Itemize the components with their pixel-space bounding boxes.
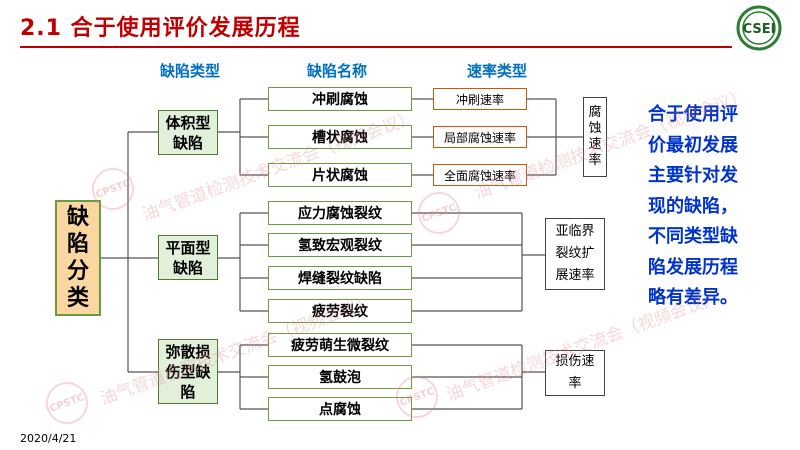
defect-fatigue-microcrack: 疲劳萌生微裂纹 <box>268 333 412 357</box>
defect-classification-node: 缺陷分类 <box>55 200 101 316</box>
defect-hydrogen-induced-crack: 氢致宏观裂纹 <box>268 233 412 257</box>
side-explanation-text: 合于使用评价最初发展主要针对发现的缺陷，不同类型缺陷发展历程略有差异。 <box>648 104 738 308</box>
header-defect-name: 缺陷名称 <box>307 62 368 80</box>
defect-groove-corrosion: 槽状腐蚀 <box>268 125 412 149</box>
rate-general-corrosion: 全面腐蚀速率 <box>433 164 527 186</box>
defect-pitting-corrosion: 点腐蚀 <box>268 397 412 421</box>
defect-weld-crack: 焊缝裂纹缺陷 <box>268 266 412 290</box>
title-underline <box>20 46 732 48</box>
rate-damage-box: 损伤速率 <box>545 350 605 396</box>
page-title: 2.1 合于使用评价发展历程 <box>20 16 301 41</box>
defect-fatigue-crack: 疲劳裂纹 <box>268 299 412 323</box>
defect-hydrogen-blister: 氢鼓泡 <box>268 365 412 389</box>
rate-subcritical-crack-growth-box: 亚临界裂纹扩展速率 <box>545 218 605 290</box>
header-rate-type: 速率类型 <box>467 62 528 80</box>
header-defect-type: 缺陷类型 <box>160 62 221 80</box>
defect-erosion-corrosion: 冲刷腐蚀 <box>268 87 412 111</box>
footer-date: 2020/4/21 <box>20 432 77 445</box>
defect-sheet-corrosion: 片状腐蚀 <box>268 163 412 187</box>
category-planar-defect: 平面型缺陷 <box>158 235 218 280</box>
logo-text: CSEI <box>743 22 776 37</box>
rate-erosion: 冲刷速率 <box>433 88 527 110</box>
category-volume-defect: 体积型缺陷 <box>158 110 218 155</box>
defect-stress-corrosion-crack: 应力腐蚀裂纹 <box>268 201 412 225</box>
rate-local-corrosion: 局部腐蚀速率 <box>433 126 527 148</box>
csei-logo-icon: CSEI <box>736 5 782 51</box>
category-diffuse-damage-defect: 弥散损伤型缺陷 <box>158 339 218 404</box>
rate-corrosion-box: 腐蚀速率 <box>583 97 607 177</box>
